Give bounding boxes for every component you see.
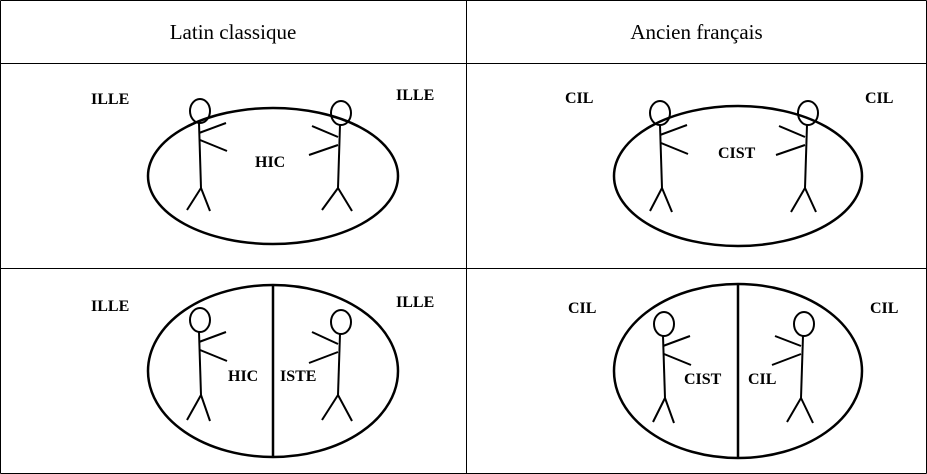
label-outer-left: ILLE <box>91 91 130 108</box>
stick-figure-right <box>775 100 819 213</box>
label-center-left: CIST <box>684 371 722 388</box>
diagram-latin-row2: ILLE ILLE HIC ISTE <box>0 268 461 473</box>
stick-figure-right <box>308 309 353 422</box>
stick-figure-left <box>649 100 689 213</box>
label-center-right: ISTE <box>280 368 317 385</box>
label-center: CIST <box>718 145 756 162</box>
label-outer-right: CIL <box>870 300 899 317</box>
label-outer-right: ILLE <box>396 294 435 311</box>
header-ancien-francais: Ancien français <box>630 20 763 44</box>
stick-figure-left <box>652 311 692 424</box>
label-outer-left: CIL <box>565 90 594 107</box>
diagram-ancien-row1: CIL CIL CIST <box>466 63 927 268</box>
oval-figures-graphic <box>612 100 864 248</box>
oval-figures-graphic <box>612 282 864 460</box>
label-outer-left: ILLE <box>91 298 130 315</box>
header-latin-classique: Latin classique <box>169 20 297 44</box>
oval-figures-graphic <box>146 98 400 246</box>
stick-figure-left <box>186 307 228 422</box>
label-center: HIC <box>255 154 286 171</box>
stick-figure-right <box>308 100 353 212</box>
diagram-latin-row1: ILLE ILLE HIC <box>0 63 461 268</box>
stick-figure-left <box>186 98 228 212</box>
oval-figures-graphic <box>146 283 400 459</box>
diagram-ancien-row2: CIL CIL CIST CIL <box>466 268 927 473</box>
label-center-right: CIL <box>748 371 777 388</box>
label-center-left: HIC <box>228 368 259 385</box>
label-outer-right: CIL <box>865 90 894 107</box>
label-outer-right: ILLE <box>396 87 435 104</box>
stick-figure-right <box>771 311 815 424</box>
label-outer-left: CIL <box>568 300 597 317</box>
